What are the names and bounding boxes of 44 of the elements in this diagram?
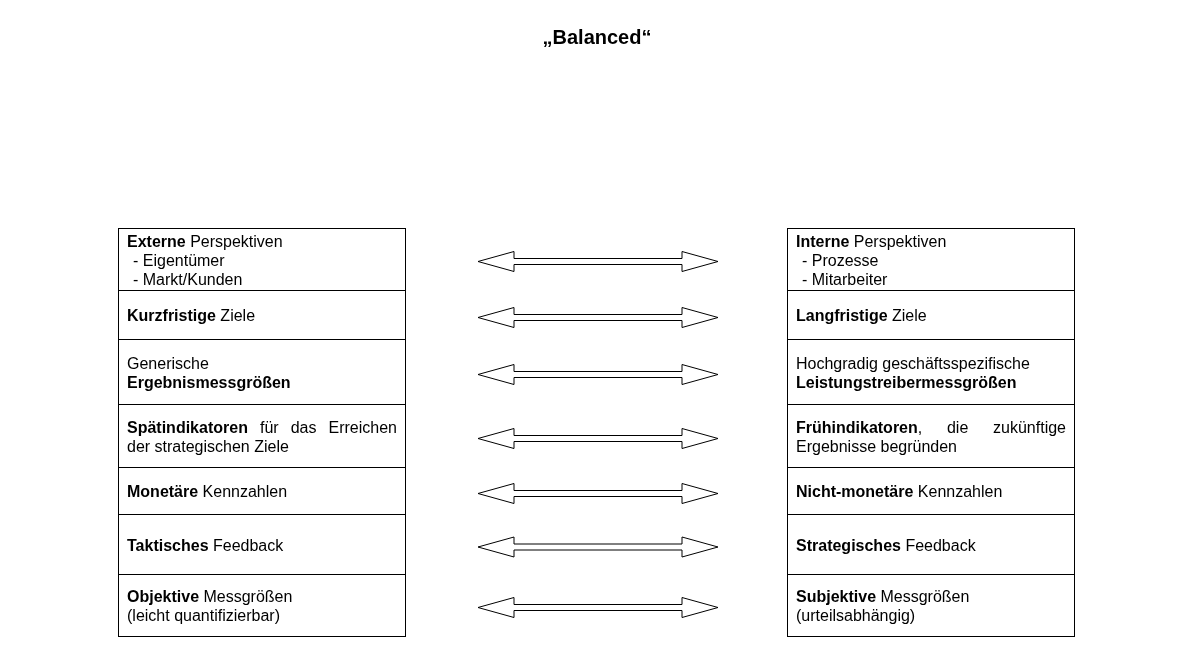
box-text: Frühindikatoren, die zukünftige Ergebnisse begründen [796, 417, 1066, 456]
box-text: Objektive Messgrößen [127, 586, 294, 606]
text-box [787, 339, 1075, 406]
box-text: Langfristige Ziele [796, 306, 928, 325]
box-text-line: (leicht quantifizierbar) [127, 605, 281, 625]
text-box [118, 514, 406, 576]
double-arrow [477, 364, 719, 385]
text-box [118, 228, 406, 292]
box-text-line: - Mitarbeiter [801, 269, 889, 289]
box-text: Externe Perspektiven [127, 231, 284, 251]
text-box [787, 467, 1075, 516]
text-box [118, 467, 406, 516]
box-text: Generische [127, 353, 210, 373]
text-box [787, 514, 1075, 576]
box-text: Taktisches Feedback [127, 535, 285, 555]
text-box [118, 339, 406, 406]
double-arrow [477, 597, 719, 618]
text-box [118, 404, 406, 469]
text-box [787, 404, 1075, 469]
double-arrow [477, 307, 719, 328]
box-text-line: - Eigentümer [132, 250, 226, 270]
box-text-line: Leistungstreibermessgrößen [796, 372, 1018, 392]
double-arrow [477, 251, 719, 272]
double-arrow [477, 536, 719, 558]
box-text-line: - Markt/Kunden [132, 269, 244, 289]
text-box [787, 290, 1075, 341]
box-text: Subjektive Messgrößen [796, 586, 971, 606]
box-text-line: (urteilsabhängig) [796, 605, 917, 625]
box-text-line: - Prozesse [801, 250, 880, 270]
box-text: Hochgradig geschäftsspezifische [796, 353, 1031, 373]
text-box [787, 574, 1075, 637]
text-box [787, 228, 1075, 292]
box-text: Strategisches Feedback [796, 535, 977, 555]
box-text: Interne Perspektiven [796, 231, 948, 251]
double-arrow [477, 428, 719, 449]
box-text: Nicht-monetäre Kennzahlen [796, 482, 1004, 501]
text-box [118, 290, 406, 341]
text-box [118, 574, 406, 637]
box-text: Spätindikatoren für das Erreichen der strategischen Ziele [127, 417, 397, 456]
box-text: Kurzfristige Ziele [127, 306, 257, 325]
double-arrow [477, 483, 719, 504]
box-text-line: Ergebnismessgrößen [127, 372, 292, 392]
diagram-title: „Balanced“ [541, 26, 653, 49]
box-text: Monetäre Kennzahlen [127, 482, 289, 501]
